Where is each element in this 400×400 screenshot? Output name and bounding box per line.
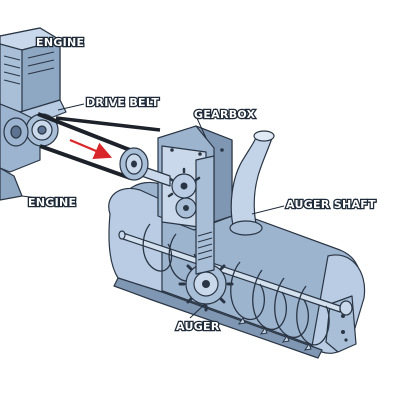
label-engine-top: ENGINE: [36, 36, 84, 49]
label-drive-belt: DRIVE BELT: [86, 96, 159, 109]
drive-belt: [37, 112, 161, 180]
direction-arrow: [69, 138, 113, 159]
engine-assembly: [0, 27, 67, 201]
auger-shaft: [118, 230, 341, 313]
label-gearbox: GEARBOX: [194, 108, 256, 121]
discharge-chute: [229, 130, 275, 236]
label-auger: AUGER: [176, 320, 220, 333]
gearbox: [157, 125, 233, 275]
label-engine-left: ENGINE: [28, 196, 76, 209]
gearbox-input-pulley: [119, 147, 171, 187]
auger-spiral-teeth: [237, 316, 312, 351]
label-auger-shaft: AUGER SHAFT: [286, 198, 376, 211]
leader-lines: [21, 103, 285, 319]
